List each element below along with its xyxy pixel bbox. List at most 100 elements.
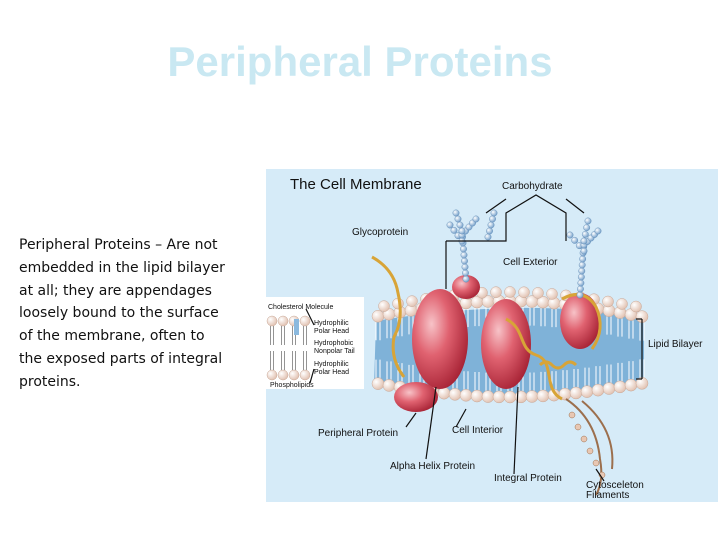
polar-head bbox=[459, 389, 473, 402]
sugar-bead bbox=[484, 233, 492, 241]
polar-head bbox=[448, 388, 462, 401]
sugar-bead bbox=[580, 247, 588, 255]
polar-head bbox=[580, 385, 594, 398]
sugar-bead bbox=[454, 215, 462, 223]
filament-bead bbox=[574, 423, 582, 431]
label-cell-interior: Cell Interior bbox=[452, 425, 504, 436]
filament-bead bbox=[580, 435, 588, 443]
sugar-bead bbox=[576, 291, 584, 299]
sugar-bead bbox=[487, 221, 495, 229]
polar-head bbox=[532, 287, 544, 299]
alpha-helix-strand bbox=[505, 317, 563, 401]
label-peripheral-protein: Peripheral Protein bbox=[318, 428, 398, 439]
label-cytoskeleton-1: Cytosceleton bbox=[586, 480, 644, 491]
integral-protein bbox=[452, 275, 480, 299]
alpha-helix-coil bbox=[538, 360, 578, 370]
polar-head bbox=[492, 390, 506, 404]
sugar-bead bbox=[577, 273, 585, 281]
body-lead-term: Peripheral Proteins bbox=[19, 237, 151, 253]
cell-membrane-svg: The Cell Membrane bbox=[266, 169, 718, 502]
integral-protein bbox=[560, 293, 600, 349]
label-alpha-helix: Alpha Helix Protein bbox=[390, 461, 475, 472]
sugar-bead bbox=[490, 209, 498, 217]
sugar-bead bbox=[486, 227, 493, 235]
polar-head bbox=[490, 286, 502, 298]
polar-head bbox=[406, 295, 418, 307]
polar-head bbox=[536, 389, 550, 403]
polar-head bbox=[481, 390, 495, 403]
sugar-bead bbox=[460, 251, 468, 259]
label-cytoskeleton-2: Filaments bbox=[586, 490, 629, 501]
polar-head bbox=[630, 300, 642, 313]
sugar-bead bbox=[456, 221, 464, 229]
polar-head bbox=[525, 390, 539, 403]
sugar-bead bbox=[461, 257, 468, 265]
polar-head bbox=[518, 286, 530, 298]
label-hydrophilic-top-1: Hydrophilic bbox=[314, 320, 349, 327]
integral-protein bbox=[481, 299, 531, 389]
polar-head bbox=[616, 298, 628, 310]
label-cholesterol: Cholesterol Molecule bbox=[268, 304, 333, 311]
sugar-bead bbox=[577, 285, 584, 293]
polar-head bbox=[504, 286, 516, 298]
body-description: – Are not embedded in the lipid bilayer … bbox=[19, 237, 225, 390]
polar-head bbox=[602, 382, 616, 395]
label-hydrophobic-1: Hydrophobic bbox=[314, 340, 354, 347]
inset-head bbox=[299, 315, 311, 327]
inset-head bbox=[266, 315, 278, 327]
polar-head bbox=[569, 386, 583, 400]
sugar-bead bbox=[472, 215, 480, 223]
label-hydrophilic-bot-1: Hydrophilic bbox=[314, 361, 349, 368]
sugar-bead bbox=[584, 217, 592, 225]
leader-lines bbox=[305, 194, 643, 482]
label-lipid-bilayer: Lipid Bilayer bbox=[648, 339, 703, 350]
filament-bead bbox=[586, 447, 594, 455]
alpha-helix-strand bbox=[561, 293, 602, 350]
sugar-bead bbox=[566, 231, 574, 239]
sugar-bead bbox=[446, 221, 454, 229]
filament-bead bbox=[568, 411, 576, 419]
polar-head bbox=[591, 383, 605, 397]
sugar-bead bbox=[571, 236, 579, 244]
polar-head bbox=[371, 377, 385, 390]
cytoskeleton-filament bbox=[581, 400, 614, 470]
filament-bead bbox=[592, 459, 600, 467]
sugar-bead bbox=[581, 230, 589, 238]
cytoskeleton-filament bbox=[565, 398, 603, 496]
sugar-bead bbox=[462, 269, 469, 277]
polar-head bbox=[371, 310, 385, 323]
label-hydrophilic-bot-2: Polar Head bbox=[314, 369, 349, 376]
sugar-bead bbox=[450, 226, 458, 234]
sugar-bead bbox=[583, 224, 591, 232]
polar-head bbox=[503, 390, 517, 404]
label-carbohydrate: Carbohydrate bbox=[502, 181, 563, 192]
label-hydrophilic-top-2: Polar Head bbox=[314, 328, 349, 335]
polar-head bbox=[546, 288, 558, 300]
peripheral-protein bbox=[394, 382, 438, 412]
polar-head bbox=[382, 379, 396, 392]
sugar-bead bbox=[578, 267, 586, 275]
alpha-helix-strand bbox=[371, 255, 406, 378]
cell-membrane-diagram: The Cell Membrane bbox=[266, 169, 718, 502]
slide-title: Peripheral Proteins bbox=[167, 38, 553, 85]
polar-head bbox=[602, 295, 614, 308]
label-phospholipids: Phospholipids bbox=[270, 382, 314, 389]
diagram-title: The Cell Membrane bbox=[290, 176, 422, 193]
integral-protein bbox=[412, 289, 468, 389]
inset-head bbox=[277, 315, 289, 327]
body-text: Peripheral Proteins – Are not embedded i… bbox=[19, 234, 231, 394]
inset-head bbox=[277, 369, 289, 381]
sugar-bead bbox=[461, 263, 469, 271]
sugar-bead bbox=[579, 255, 587, 263]
sugar-bead bbox=[462, 275, 470, 283]
inset-head bbox=[288, 369, 300, 381]
inset-head bbox=[266, 369, 278, 381]
sugar-bead bbox=[577, 279, 585, 287]
sugar-bead bbox=[594, 227, 602, 235]
sugar-bead bbox=[452, 209, 460, 217]
cholesterol-molecule bbox=[294, 319, 299, 335]
inset-head bbox=[299, 369, 311, 381]
polar-head bbox=[378, 300, 390, 312]
sugar-bead bbox=[458, 227, 466, 235]
polar-head bbox=[624, 378, 638, 392]
